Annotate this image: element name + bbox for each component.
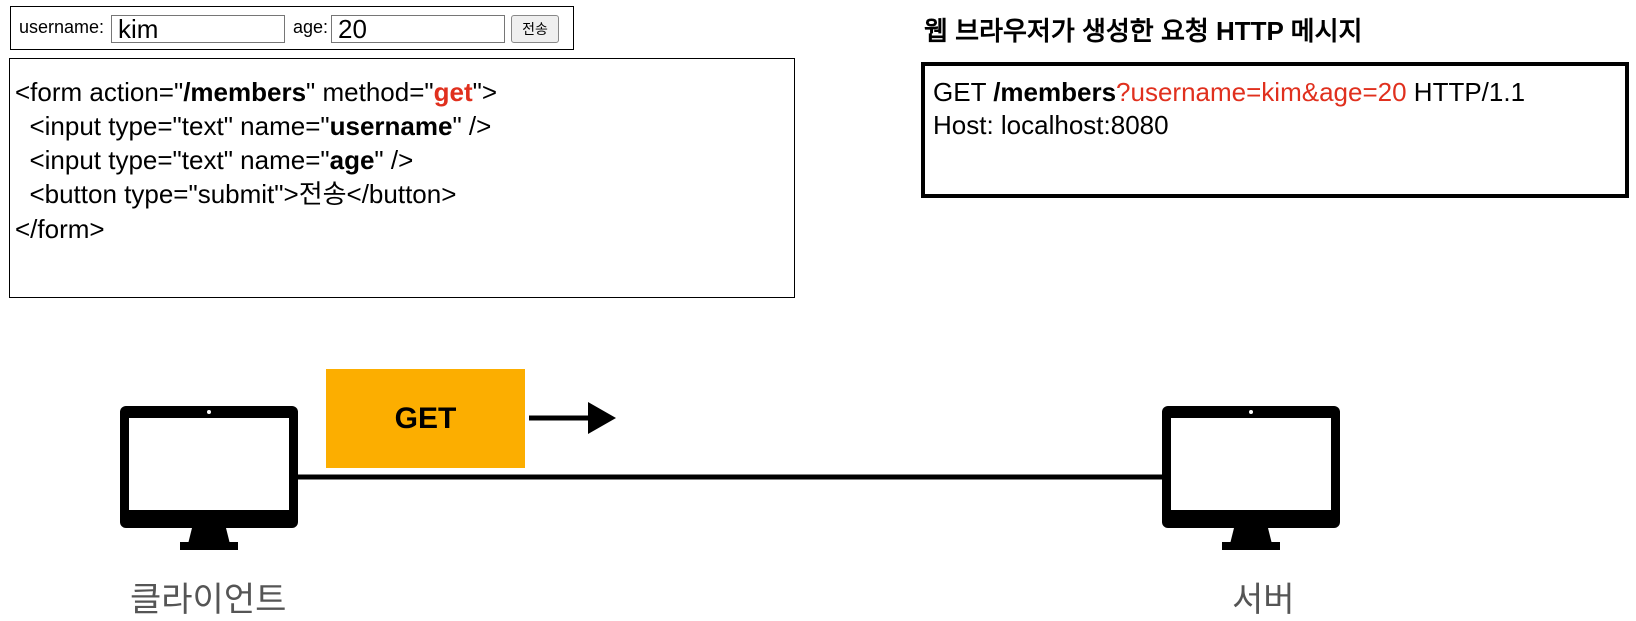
age-input[interactable]: 20 [331,15,505,43]
request-arrow-head [588,402,616,434]
client-label: 클라이언트 [130,581,287,619]
http-message-title: 웹 브라우저가 생성한 요청 HTTP 메시지 [924,16,1363,46]
code-line-age: <input type="text" name="age" /> [15,145,414,175]
code-line-form-close: </form> [15,214,105,244]
age-label: age: [293,17,329,37]
submit-button[interactable]: 전송 [511,15,559,43]
server-label: 서버 [1232,581,1295,619]
username-input[interactable]: kim [111,15,285,43]
html-code-box: <form action="/members" method="get"> <i… [9,58,795,298]
server-monitor-icon [1162,406,1340,550]
http-host-line: Host: localhost:8080 [933,110,1169,140]
username-label: username: [19,17,105,37]
code-line-form: <form action="/members" method="get"> [15,77,498,107]
http-request-line: GET /members?username=kim&age=20 HTTP/1.… [933,77,1526,107]
http-message-box: GET /members?username=kim&age=20 HTTP/1.… [921,62,1629,198]
code-line-username: <input type="text" name="username" /> [15,111,492,141]
form-preview: username: kim age: 20 전송 [10,6,574,50]
query-string: ?username=kim&age=20 [1116,77,1407,107]
method-get: get [433,77,473,107]
get-request-box: GET [326,369,525,468]
client-monitor-icon [120,406,298,550]
get-request-label: GET [394,402,457,435]
code-line-button: <button type="submit">전송</button> [15,179,457,209]
